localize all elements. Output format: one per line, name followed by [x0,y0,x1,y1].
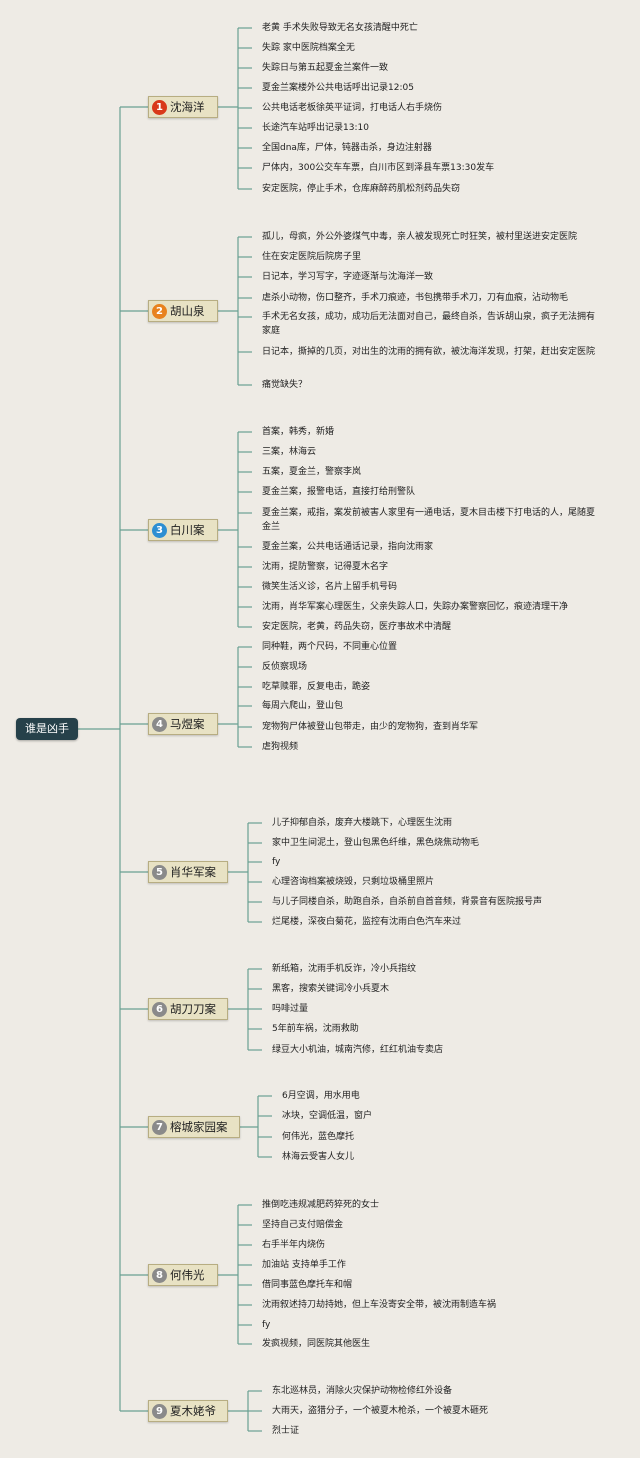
leaf-item[interactable]: 沈雨叙述持刀劫持她，但上车没寄安全带，被沈雨制造车祸 [262,1300,497,1310]
number-badge-icon: 7 [152,1119,167,1135]
branch-label: 胡刀刀案 [170,1002,216,1016]
branch-label: 马煜案 [170,717,205,731]
branch-label: 胡山泉 [170,304,205,318]
leaf-item[interactable]: 心理咨询档案被烧毁，只剩垃圾桶里照片 [272,877,435,887]
leaf-item[interactable]: 借同事蓝色摩托车和帽 [262,1280,353,1290]
branch-label: 白川案 [170,523,205,537]
leaf-item[interactable]: 全国dna库，尸体，钝器击杀，身边注射器 [262,143,432,153]
leaf-item[interactable]: 日记本，撕掉的几页，对出生的沈雨的拥有欲，被沈海洋发现，打架，赶出安定医院 [262,347,596,357]
leaf-item[interactable]: 虐杀小动物，伤口整齐，手术刀痕迹，书包携带手术刀，刀有血痕，沾动物毛 [262,293,569,303]
leaf-item[interactable]: 长途汽车站呼出记录13:10 [262,123,369,133]
leaf-item[interactable]: 右手半年内烧伤 [262,1240,326,1250]
leaf-item[interactable]: 五案，夏金兰，警察李岚 [262,467,362,477]
branch-label: 肖华军案 [170,865,216,879]
root-node[interactable]: 谁是凶手 [16,718,78,740]
leaf-item[interactable]: 公共电话老板徐英平证词，打电话人右手烧伤 [262,103,443,113]
leaf-item[interactable]: 儿子抑郁自杀，废弃大楼跳下，心理医生沈雨 [272,818,453,828]
number-badge-icon: 8 [152,1267,167,1283]
leaf-item[interactable]: fy [262,1320,271,1330]
leaf-item[interactable]: 微笑生活义诊，名片上留手机号码 [262,582,398,592]
leaf-item[interactable]: 大雨天，盗猎分子，一个被夏木枪杀，一个被夏木砸死 [272,1406,489,1416]
leaf-item[interactable]: 加油站 支持单手工作 [262,1260,346,1270]
leaf-item[interactable]: 夏金兰案，报警电话，直接打给刑警队 [262,487,416,497]
leaf-item[interactable]: 失踪 家中医院档案全无 [262,43,355,53]
leaf-item[interactable]: 宠物狗尸体被登山包带走，由少的宠物狗，查到肖华军 [262,722,479,732]
leaf-item[interactable]: 新纸箱，沈雨手机反诈，冷小兵指纹 [272,964,417,974]
leaf-item[interactable]: 老黄 手术失败导致无名女孩清醒中死亡 [262,23,418,33]
leaf-item[interactable]: 每周六爬山，登山包 [262,701,344,711]
branch-label: 榕城家园案 [170,1120,228,1134]
leaf-item[interactable]: 坚持自己支付赔偿金 [262,1220,344,1230]
leaf-item[interactable]: 失踪日与第五起夏金兰案件一致 [262,63,389,73]
leaf-item[interactable]: 绿豆大小机油，城南汽修，红红机油专卖店 [272,1045,444,1055]
leaf-item[interactable]: 何伟光，蓝色摩托 [282,1132,355,1142]
number-badge-icon: 3 [152,522,167,538]
leaf-item[interactable]: 沈雨，提防警察，记得夏木名字 [262,562,389,572]
leaf-item[interactable]: 首案，韩秀，新婚 [262,427,335,437]
leaf-item[interactable]: 安定医院，老黄，药品失窃，医疗事故术中清醒 [262,622,452,632]
leaf-item[interactable]: 发疯视频，同医院其他医生 [262,1339,371,1349]
leaf-item[interactable]: 虐狗视频 [262,742,299,752]
leaf-item[interactable]: 日记本，学习写字，字迹逐渐与沈海洋一致 [262,272,434,282]
number-badge-icon: 2 [152,303,167,319]
leaf-item[interactable]: 夏金兰案，戒指，案发前被害人家里有一通电话，夏木目击楼下打电话的人，尾随夏金兰 [262,508,596,532]
leaf-item[interactable]: 林海云受害人女儿 [282,1152,355,1162]
leaf-item[interactable]: 安定医院，停止手术，仓库麻醉药肌松剂药品失窃 [262,184,461,194]
leaf-item[interactable]: 烂尾楼，深夜白菊花，监控有沈雨白色汽车来过 [272,917,462,927]
leaf-item[interactable]: 吗啡过量 [272,1004,309,1014]
branch-label: 何伟光 [170,1268,205,1282]
leaf-item[interactable]: 尸体内，300公交车车票，白川市区到泽县车票13:30发车 [262,163,495,173]
number-badge-icon: 5 [152,864,167,880]
leaf-item[interactable]: 家中卫生间泥土，登山包黑色纤维，黑色烧焦动物毛 [272,838,480,848]
leaf-item[interactable]: 黑客，搜索关键词冷小兵夏木 [272,984,390,994]
leaf-item[interactable]: 烈士证 [272,1426,300,1436]
branch-label: 夏木姥爷 [170,1404,216,1418]
leaf-item[interactable]: 同种鞋，两个尺码，不同重心位置 [262,642,398,652]
leaf-item[interactable]: 三案，林海云 [262,447,317,457]
leaf-item[interactable]: 东北巡林员，消除火灾保护动物检修红外设备 [272,1386,453,1396]
leaf-item[interactable]: 与儿子同楼自杀，助跑自杀，自杀前自首音频，背景音有医院报号声 [272,897,543,907]
number-badge-icon: 1 [152,99,167,115]
leaf-item[interactable]: fy [272,857,281,867]
number-badge-icon: 6 [152,1001,167,1017]
leaf-item[interactable]: 反侦察现场 [262,662,308,672]
leaf-item[interactable]: 推倒吃违规减肥药猝死的女士 [262,1200,380,1210]
leaf-item[interactable]: 6月空调，用水用电 [282,1091,360,1101]
leaf-item[interactable]: 吃草赎罪，反复电击，跪姿 [262,682,371,692]
leaf-item[interactable]: 痛觉缺失？ [262,380,308,390]
leaf-item[interactable]: 冰块，空调低温，窗户 [282,1111,373,1121]
leaf-item[interactable]: 5年前车祸，沈雨救助 [272,1024,359,1034]
leaf-item[interactable]: 手术无名女孩，成功，成功后无法面对自己，最终自杀，告诉胡山泉，疯子无法拥有家庭 [262,312,596,336]
number-badge-icon: 9 [152,1403,167,1419]
leaf-item[interactable]: 住在安定医院后院房子里 [262,252,362,262]
number-badge-icon: 4 [152,716,167,732]
leaf-item[interactable]: 孤儿，母疯，外公外婆煤气中毒，亲人被发现死亡时狂笑，被村里送进安定医院 [262,232,578,242]
leaf-item[interactable]: 夏金兰案楼外公共电话呼出记录12:05 [262,83,414,93]
branch-label: 沈海洋 [170,100,205,114]
leaf-item[interactable]: 夏金兰案，公共电话通话记录，指向沈雨家 [262,542,434,552]
leaf-item[interactable]: 沈雨，肖华军案心理医生，父亲失踪人口，失踪办案警察回忆，痕迹清理干净 [262,602,569,612]
